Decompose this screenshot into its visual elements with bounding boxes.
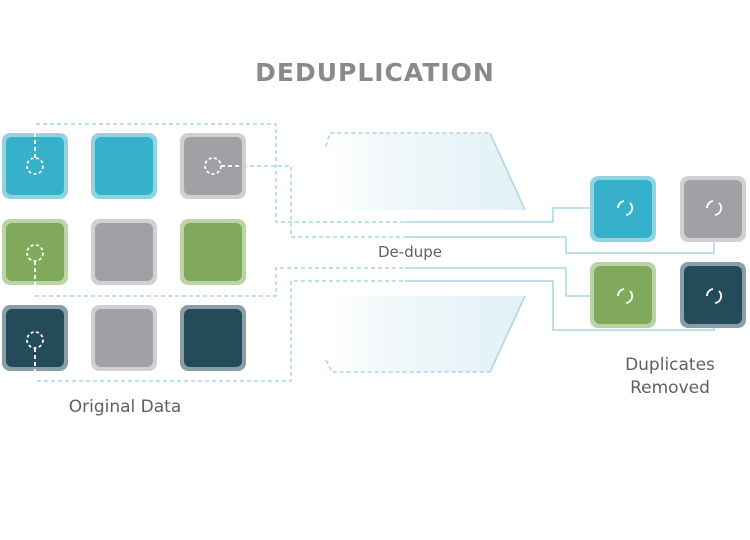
original-square-1-2-green [184, 223, 242, 281]
deduped-square-0-0-blue [594, 180, 652, 238]
diagram-title: DEDUPLICATION [255, 58, 495, 87]
original-square-1-1-gray [95, 223, 153, 281]
funnel-bottom [330, 296, 525, 372]
duplicates-removed-label: Duplicates Removed [590, 354, 750, 400]
duplicates-removed-line1: Duplicates [625, 355, 715, 375]
deduped-square-1-0-green [594, 266, 652, 324]
original-square-2-0-navy [6, 309, 64, 367]
original-data-label: Original Data [68, 397, 182, 417]
original-square-0-2-gray [184, 137, 242, 195]
dedupe-label: De-dupe [378, 243, 442, 261]
open-circle-marker-2 [617, 288, 634, 304]
funnel-top [330, 133, 525, 210]
pipe-gray-dashed [222, 165, 405, 238]
open-circle-marker-0 [617, 200, 634, 216]
original-square-0-1-blue [95, 137, 153, 195]
original-square-0-0-blue [6, 137, 64, 195]
funnel-top-dashed-edge [325, 132, 490, 147]
original-square-2-2-navy [184, 309, 242, 367]
original-square-1-0-green [6, 223, 64, 281]
funnel-top-edge [489, 132, 526, 211]
deduped-square-0-1-gray [684, 180, 742, 238]
dashed-circle-marker-0 [26, 157, 44, 175]
original-square-2-1-gray [95, 309, 153, 367]
deduped-square-1-1-navy [684, 266, 742, 324]
open-circle-marker-1 [706, 200, 723, 216]
funnel-bottom-edge [489, 295, 526, 373]
duplicates-removed-line2: Removed [630, 378, 710, 398]
pipe-green-solid [405, 267, 620, 297]
pipe-blue-solid [405, 207, 620, 223]
open-circle-marker-3 [706, 288, 723, 304]
